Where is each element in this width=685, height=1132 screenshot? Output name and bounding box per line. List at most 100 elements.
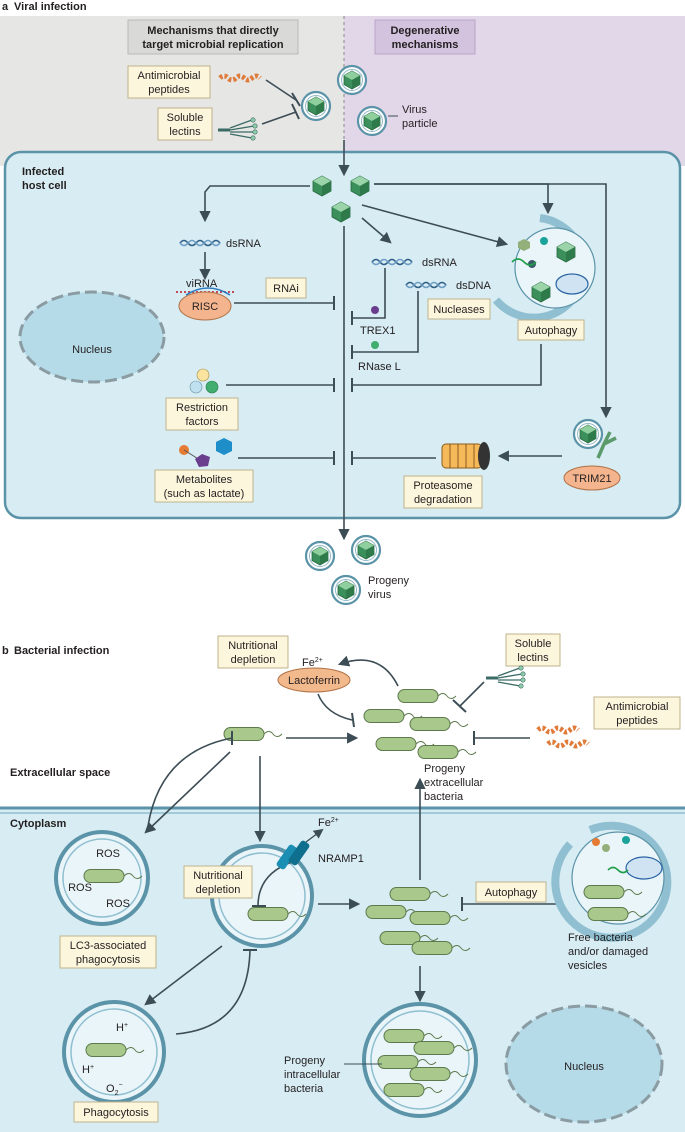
- lactoferrin-inhibition-bar: [351, 712, 355, 728]
- virus-particle-icon: [336, 64, 368, 96]
- trim21-label: TRIM21: [572, 473, 611, 485]
- proteasome-label-1: Proteasome: [413, 480, 472, 492]
- vacuole-inner: [370, 1010, 470, 1110]
- phagocytosis-inhibition-line: [175, 949, 251, 1035]
- ros-label-1: ROS: [96, 848, 120, 860]
- dsdna-label: dsDNA: [456, 280, 492, 292]
- to-trim21-arrow: [374, 183, 612, 419]
- metabolite-icon: [216, 438, 232, 455]
- degenerative-label-2: mechanisms: [392, 39, 459, 51]
- antimicrobial-label-1: Antimicrobial: [138, 70, 201, 82]
- rnai-box: [265, 277, 307, 299]
- dsrna-left-label: dsRNA: [226, 238, 262, 250]
- cargo-icon: [518, 239, 530, 251]
- restriction-label-2: factors: [185, 416, 219, 428]
- antibody-icon: [596, 431, 617, 459]
- autophagy-box-a: [517, 319, 585, 341]
- superoxide-label: O2−: [106, 1082, 123, 1097]
- to-lap-arrow: [144, 751, 231, 834]
- metabolite-icon: [195, 454, 210, 467]
- nramp1-label: NRAMP1: [318, 853, 364, 865]
- autophagosome: [514, 227, 596, 309]
- rnasel-enzyme-icon: [371, 341, 379, 349]
- metabolites-label-2: (such as lactate): [164, 488, 245, 500]
- risc-complex: [178, 291, 232, 321]
- restriction-factor-icon: [205, 380, 219, 394]
- phagocytosis-box: [73, 1101, 159, 1123]
- free-bacteria-label-1: Free bacteria: [568, 932, 634, 944]
- proteasome-label-2: degradation: [414, 494, 472, 506]
- nutritional-inner-label-2: depletion: [196, 884, 241, 896]
- ros-label-3: ROS: [106, 898, 130, 910]
- fe-int-label: Fe2+: [318, 817, 339, 829]
- ros-label-2: ROS: [68, 882, 92, 894]
- proteasome-icon: [441, 442, 490, 470]
- lap-box: [59, 935, 157, 969]
- nucleus-a: [18, 290, 166, 384]
- soluble-lectins-b-label-1: Soluble: [515, 638, 552, 650]
- nutritional-depletion-box: [217, 635, 289, 669]
- progeny-int-label-2: intracellular: [284, 1069, 341, 1081]
- cargo-b-icon: [592, 838, 600, 846]
- trex1-inhibition-line: [352, 268, 386, 319]
- virus-particle-icon: [300, 90, 332, 122]
- nutritional-label-2: depletion: [231, 654, 276, 666]
- trim21-protein: [563, 465, 621, 491]
- soluble-lectins-box: [157, 107, 213, 141]
- progeny-virus-icon: [304, 540, 336, 572]
- progeny-int-label-1: Progeny: [284, 1055, 325, 1067]
- direct-mechanism-label-box: [127, 19, 299, 55]
- progeny-ext-label-2: extracellular: [424, 777, 484, 789]
- lectin-b-inhibition-line: [459, 681, 485, 707]
- lactoferrin-protein: [277, 667, 351, 693]
- metabolites-label-1: Metabolites: [176, 474, 233, 486]
- panel-a: a Viral infection Mechanisms that direct…: [0, 1, 685, 606]
- cargo-b-icon: [602, 844, 610, 852]
- antimicrobial-peptide-b-icon: [548, 742, 588, 746]
- h-plus-label-1: H+: [116, 1022, 128, 1034]
- panel-b: b Bacterial infection Nutritional deplet…: [0, 633, 685, 1132]
- nucleases-box: [427, 298, 491, 320]
- phagocytosis-label: Phagocytosis: [83, 1107, 149, 1119]
- trex1-enzyme-icon: [371, 306, 379, 314]
- soluble-lectins-b-label-2: lectins: [517, 652, 549, 664]
- peptide-inhibition-line: [265, 79, 297, 101]
- mitochondrion-b-icon: [625, 856, 663, 880]
- to-nucleic-acid-arrow: [361, 217, 392, 244]
- nutritional-depletion-inner-box: [183, 865, 253, 899]
- cargo-b-icon: [622, 836, 630, 844]
- antimicrobial-peptides-box: [127, 65, 211, 99]
- nutritional-inner-label-1: Nutritional: [193, 870, 243, 882]
- progeny-int-label-3: bacteria: [284, 1083, 324, 1095]
- soluble-lectins-label-2: lectins: [169, 126, 201, 138]
- virus-particle-label-2: particle: [402, 118, 437, 130]
- metabolites-box: [154, 469, 254, 503]
- virus-particle-label-1: Virus: [402, 104, 427, 116]
- cargo-b-rna-icon: [607, 866, 629, 874]
- nucleases-label: Nucleases: [433, 304, 485, 316]
- degenerative-label-1: Degenerative: [390, 25, 459, 37]
- antimicrobial-label-2: peptides: [148, 84, 190, 96]
- dsrna-right-label: dsRNA: [422, 257, 458, 269]
- infected-cell-label-2: host cell: [22, 180, 67, 192]
- progeny-virus-label-1: Progeny: [368, 575, 409, 587]
- progeny-ext-label-1: Progeny: [424, 763, 465, 775]
- phagolysosome-inner: [70, 1008, 158, 1096]
- restriction-factor-icon: [196, 368, 210, 382]
- rnasel-inhibition-line: [352, 291, 419, 353]
- autophagy-b-label: Autophagy: [485, 887, 538, 899]
- autophagy-inhibition-line: [352, 344, 542, 386]
- trim21-bound-virus-icon: [572, 418, 604, 450]
- fe-ext-label: Fe2+: [302, 657, 323, 669]
- virus-particle-icon: [356, 105, 388, 137]
- to-phagocytosis-arrow: [144, 945, 223, 1006]
- iron-export-arrow: [305, 828, 324, 843]
- lectin-b-inhibition-bar: [452, 699, 467, 713]
- degenerative-label-box: [374, 19, 476, 55]
- to-dsrna-arrow: [199, 185, 310, 223]
- peptide-inhibition-bar: [291, 92, 301, 107]
- direct-mechanism-label-1: Mechanisms that directly: [147, 25, 279, 37]
- lap-label-2: phagocytosis: [76, 954, 141, 966]
- lap-vesicle-inner: [62, 838, 142, 918]
- risc-label: RISC: [192, 301, 218, 313]
